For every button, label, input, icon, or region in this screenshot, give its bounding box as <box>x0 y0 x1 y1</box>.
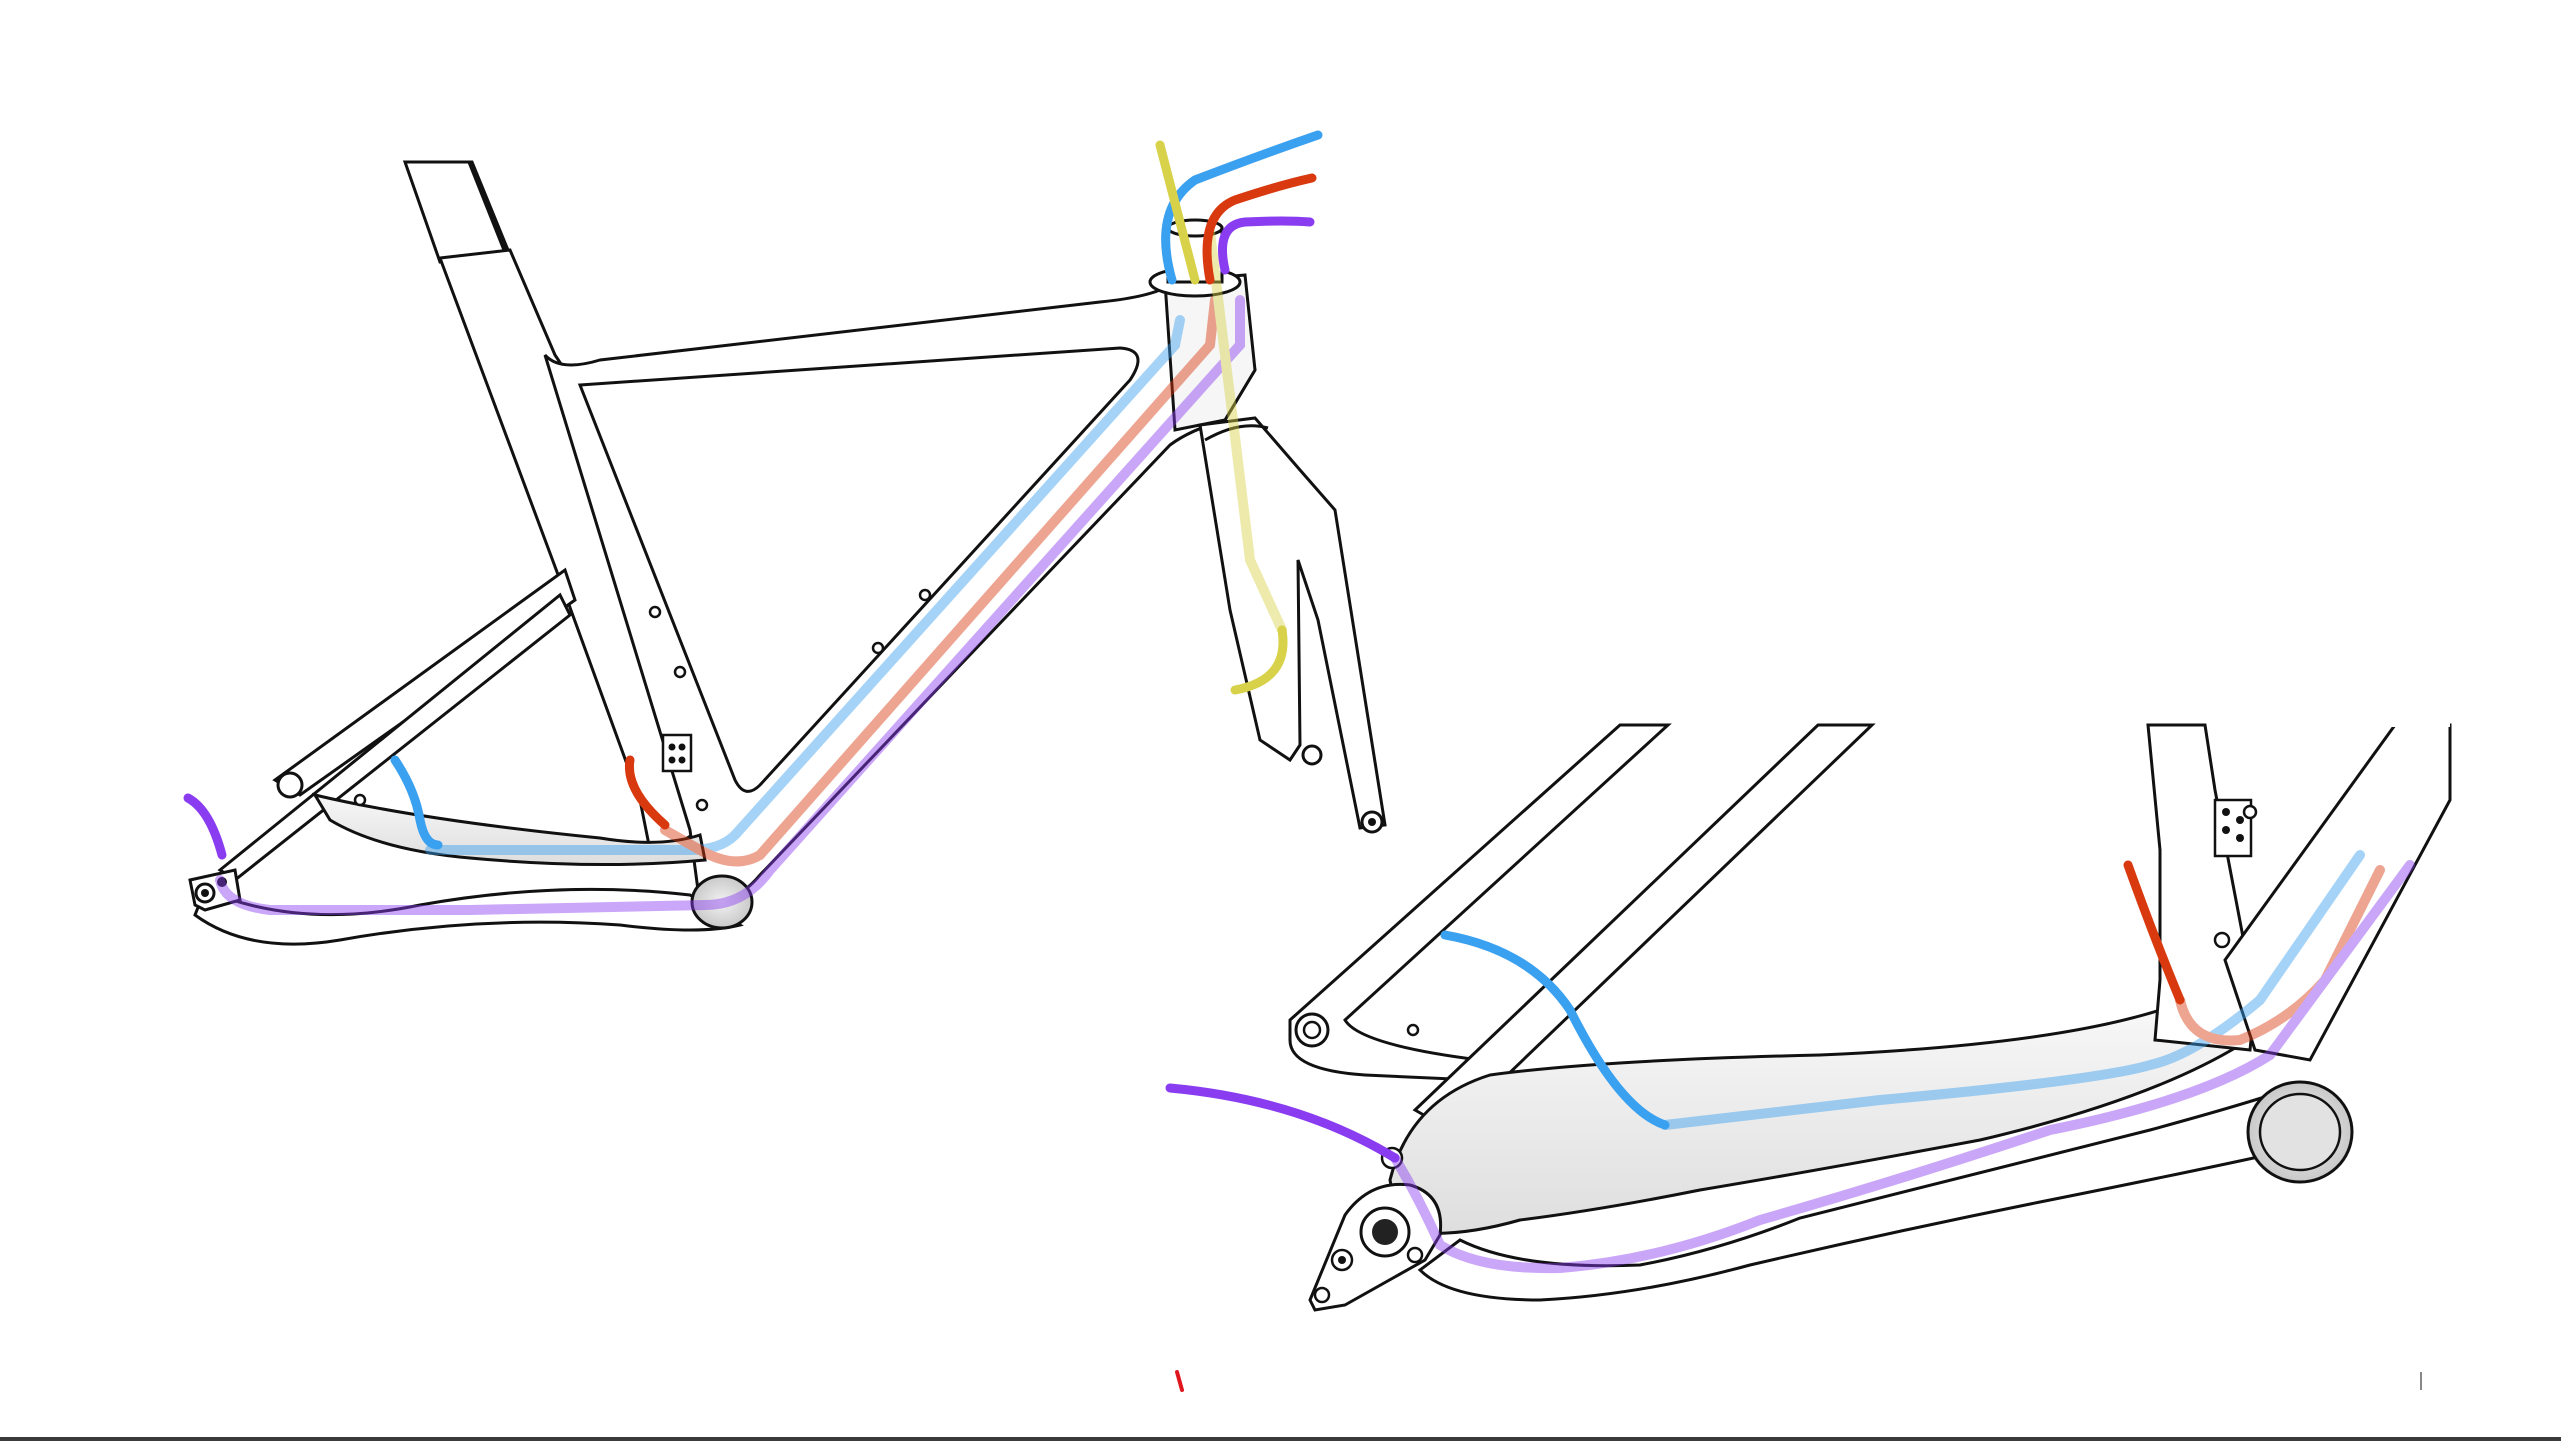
bolt <box>675 667 685 677</box>
closeup-seat-stay <box>1290 725 1668 1080</box>
footer-marks <box>1177 1372 2421 1390</box>
fork-eyelet <box>1303 746 1321 764</box>
page-rule <box>0 1437 2561 1441</box>
purple-cable-rear <box>188 798 222 855</box>
bolt <box>650 607 660 617</box>
seat-stay <box>275 570 575 795</box>
chain-stay <box>195 889 740 944</box>
full-frame-view <box>188 135 1385 944</box>
bolt <box>920 590 930 600</box>
purple-cable-top <box>1223 221 1311 270</box>
red-slash-mark-icon <box>1177 1372 1182 1390</box>
port-plate <box>663 735 691 771</box>
bolt <box>873 643 883 653</box>
closeup-purple-cable <box>1170 1088 1395 1158</box>
seat-post <box>405 162 510 262</box>
bolt <box>697 800 707 810</box>
fork <box>1200 418 1385 828</box>
bolt <box>355 795 365 805</box>
